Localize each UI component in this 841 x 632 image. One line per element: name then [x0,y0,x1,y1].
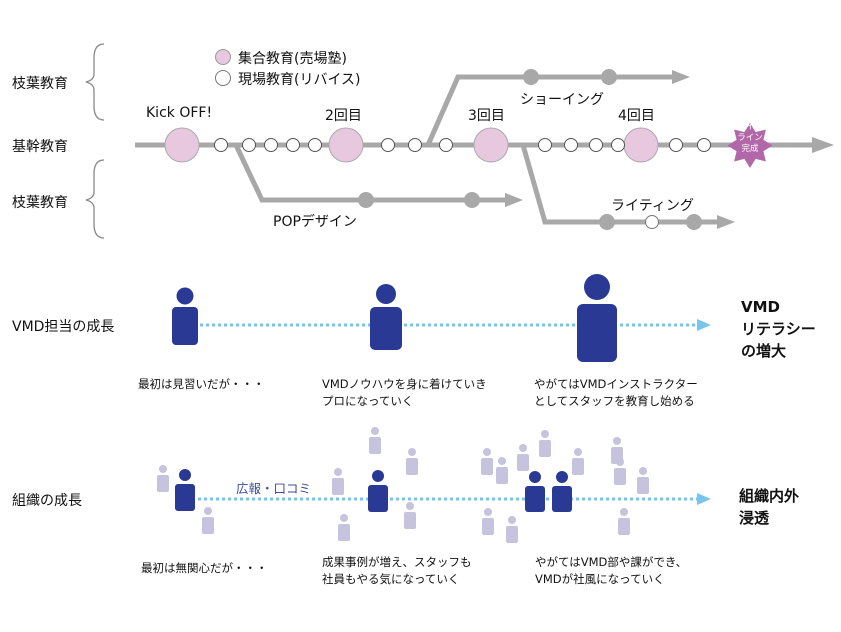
vmd-caption-3: やがてはVMDインストラクター としてスタッフを教育し始める [534,377,698,408]
person-icon [368,470,388,512]
milestone-3-node [473,127,509,163]
field-nodes [214,138,711,152]
milestone-kickoff-node [164,127,200,163]
branch-showing [425,69,690,147]
person-icon [370,284,402,350]
vmd-growth-label: VMD担当の成長 [12,319,115,335]
branch-node [358,192,374,208]
branch-node-small [645,215,659,229]
bracket-bottom [85,159,105,239]
guideline-star-icon [727,123,773,168]
person-icon [175,469,195,511]
branch-node [599,214,615,230]
org-caption-2: 成果事例が増え、スタッフも 社員もやる気になっていく [322,555,472,586]
vmd-caption-1: 最初は見習いだが・・・ [138,377,265,391]
branch-node [523,69,539,85]
bracket-top [85,43,105,121]
track-label-core: 基幹教育 [12,139,68,155]
org-caption-3: やがてはVMD部や課ができ、 VMDが社風になっていく [535,555,688,586]
milestone-kickoff-label: Kick OFF! [146,105,213,121]
milestone-4-label: 4回目 [618,108,655,124]
person-icon [172,287,198,345]
legend-small-node [215,70,231,86]
branch-showing-label: ショーイング [520,92,604,108]
vmd-growth-arrow [200,319,711,331]
org-growth-result: 組織内外 浸透 [739,487,800,527]
milestone-2-label: 2回目 [325,108,362,124]
branch-pop [233,143,523,208]
branch-node [464,192,480,208]
track-label-branch-top: 枝葉教育 [12,76,68,92]
legend-large-node [215,49,231,65]
vmd-growth-result: VMD リテラシー の増大 [741,298,816,360]
staff-icons [157,427,649,543]
legend-field-label: 現場教育(リバイス) [238,72,361,88]
star-text: ガイド ライン 完成 [737,122,763,154]
track-label-branch-bottom: 枝葉教育 [12,195,68,211]
branch-node [601,69,617,85]
org-growth-label: 組織の成長 [12,493,82,509]
branch-node [686,214,702,230]
vmd-caption-2: VMDノウハウを身に着けていき プロになっていく [322,377,487,408]
person-icon [552,471,572,512]
org-growth-arrow [198,493,711,505]
milestone-4-node [623,127,659,163]
milestone-2-node [328,127,364,163]
branch-writing-label: ライティング [611,198,694,214]
branch-pop-label: POPデザイン [273,214,357,230]
org-caption-1: 最初は無関心だが・・・ [141,561,268,575]
word-of-mouth-label: 広報・口コミ [236,481,312,496]
milestone-3-label: 3回目 [468,108,505,124]
person-icon [577,274,617,362]
person-icon [525,471,545,512]
legend-group-label: 集合教育(売場塾) [238,51,347,67]
branch-writing [520,144,735,230]
